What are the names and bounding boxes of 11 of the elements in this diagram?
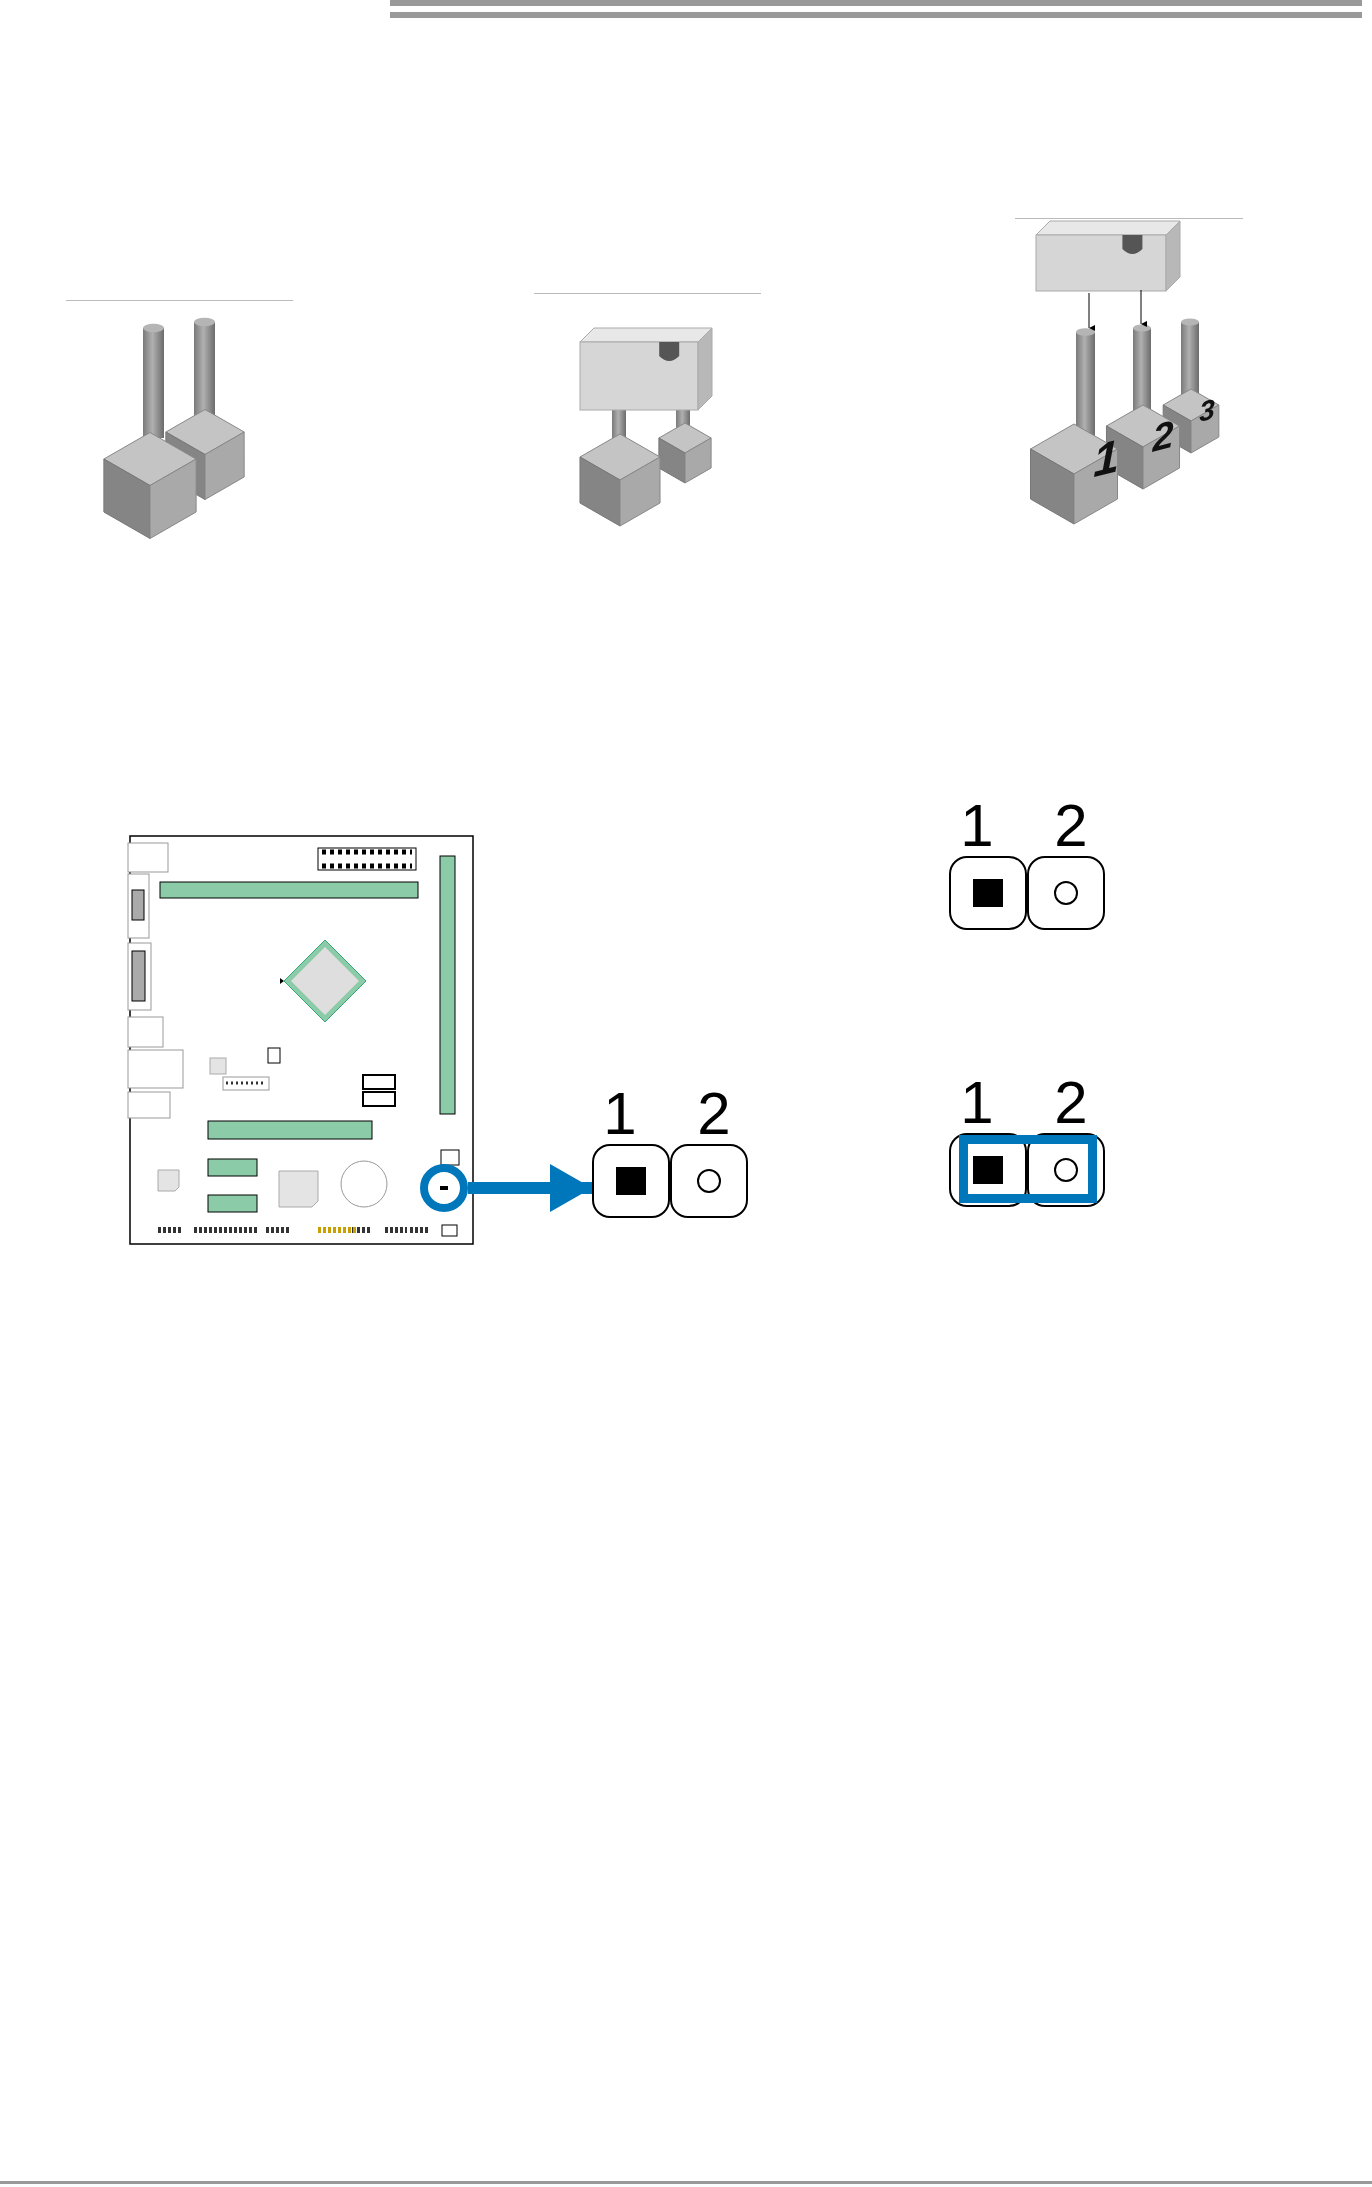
pin-number: 3 xyxy=(1199,395,1215,427)
pin-number: 1 xyxy=(960,1073,994,1133)
arrow xyxy=(468,1164,592,1212)
pin-number: 2 xyxy=(1054,1073,1088,1133)
pin-number: 2 xyxy=(1054,796,1088,856)
location-circle xyxy=(420,1164,468,1212)
pin-number: 2 xyxy=(1152,414,1174,458)
pin-number: 1 xyxy=(960,796,994,856)
pin-number: 1 xyxy=(603,1084,637,1144)
pin-number: 1 xyxy=(1093,431,1119,485)
pin-number: 2 xyxy=(697,1084,731,1144)
